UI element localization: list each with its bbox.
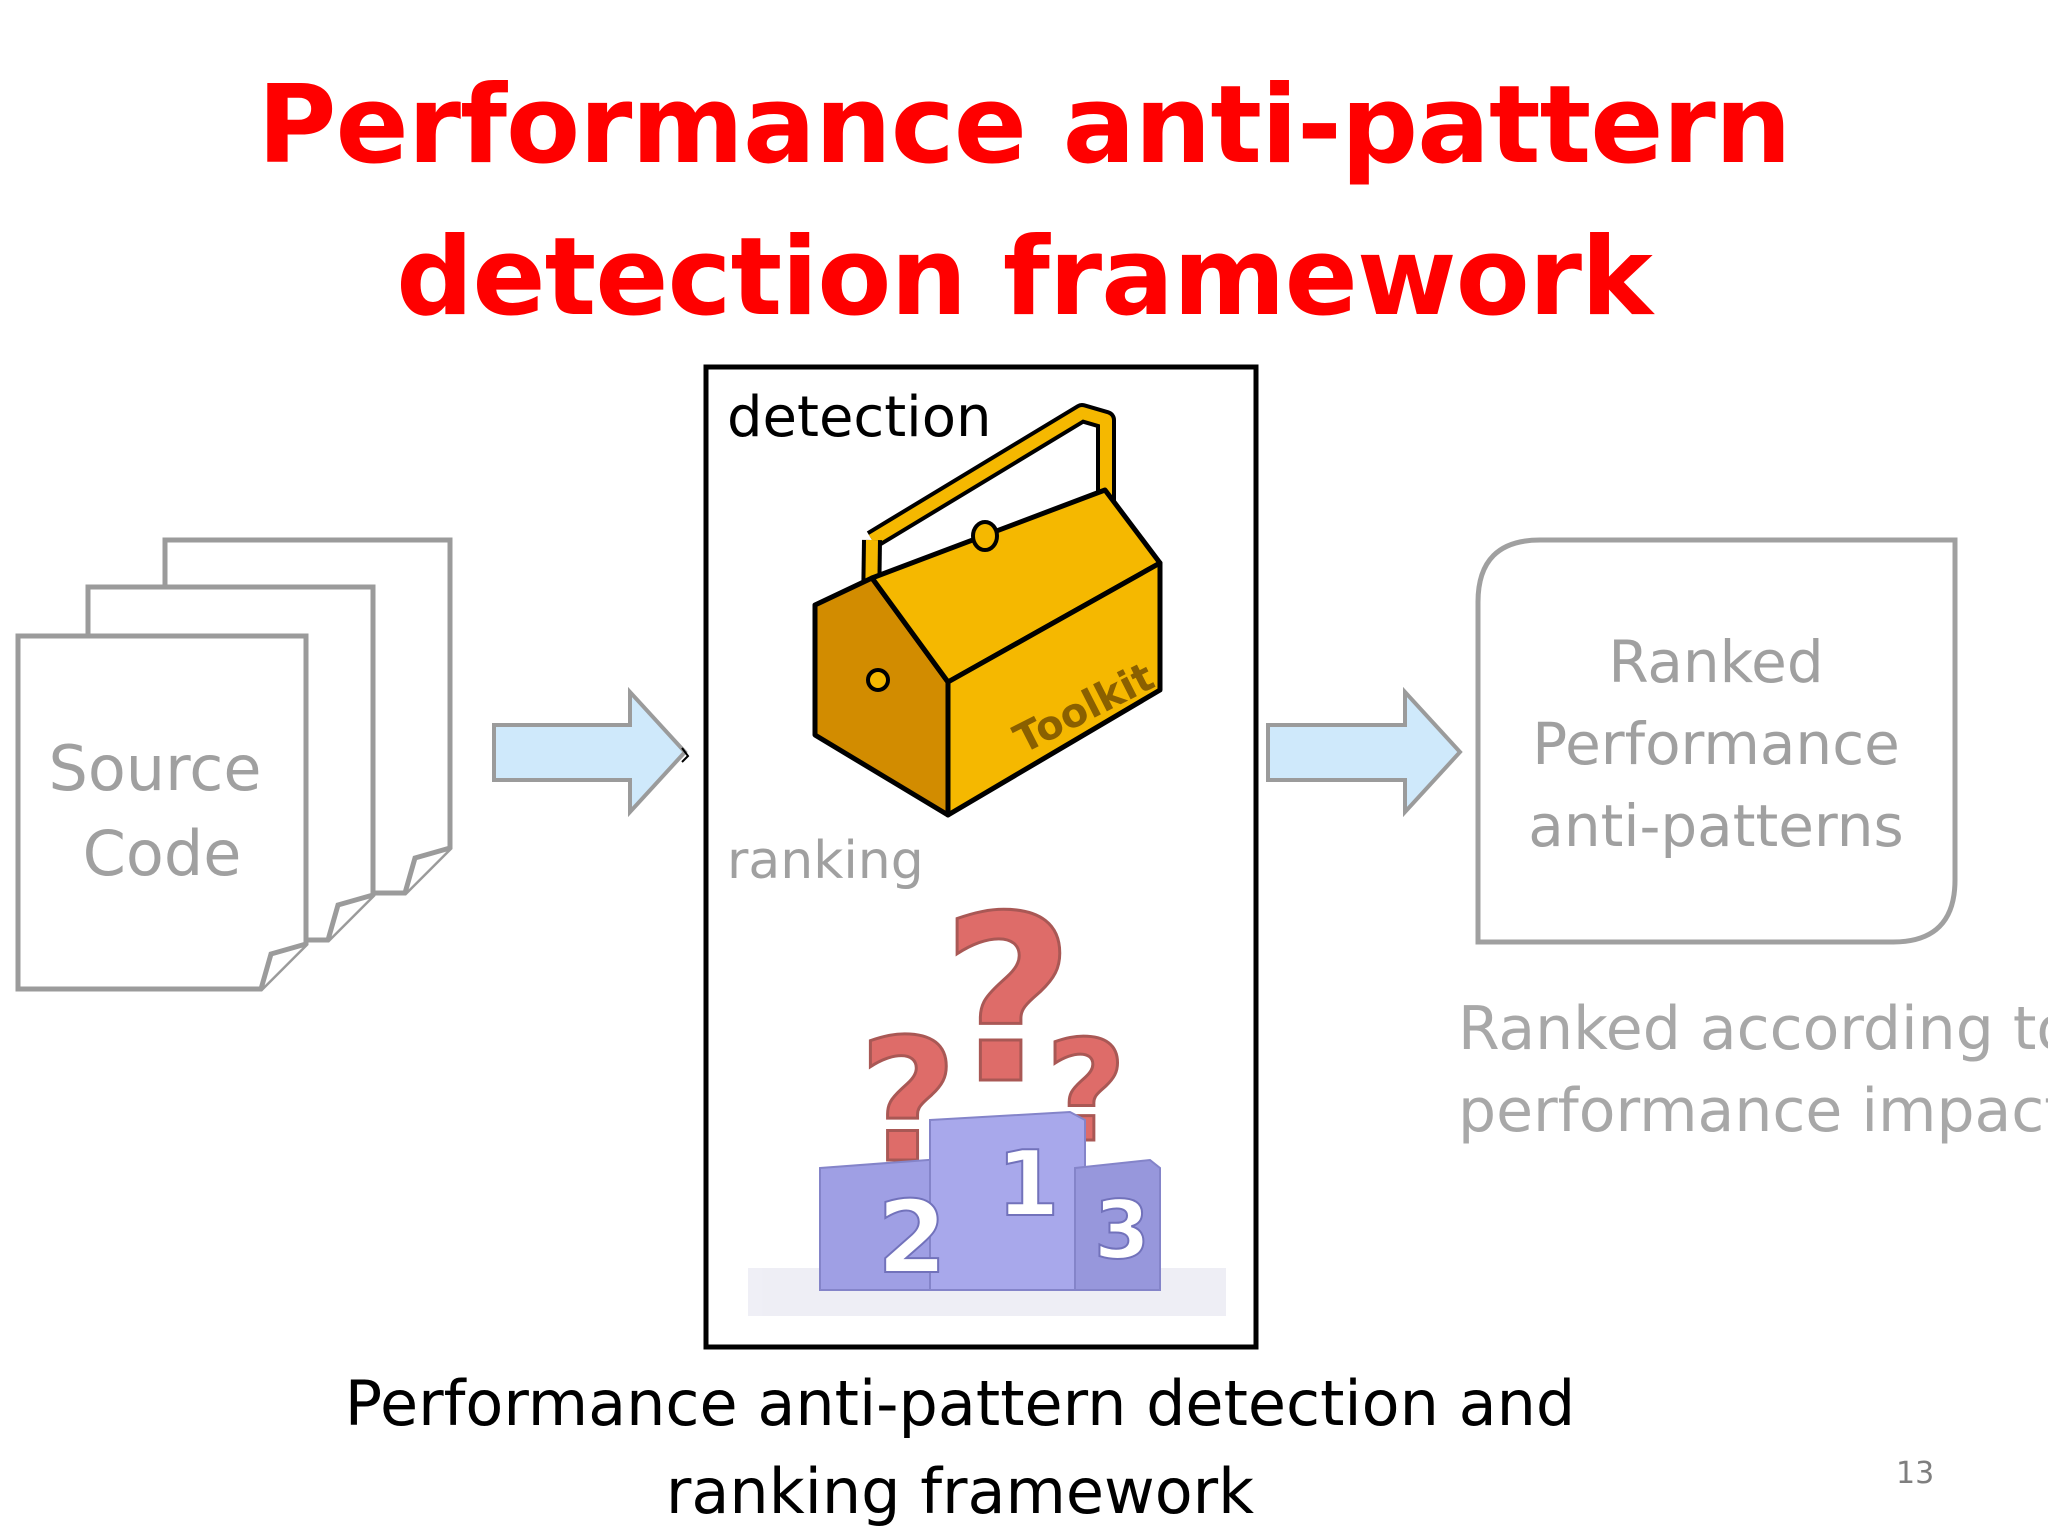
- slide-title-line1: Performance anti-pattern: [257, 63, 1791, 188]
- ranking-podium-icon: ? ? ? 2 1 3: [748, 867, 1226, 1316]
- ranked-output-box: [1475, 537, 1958, 945]
- output-label-line1: Ranked: [1608, 628, 1823, 696]
- podium-rank-1: 1: [997, 1132, 1060, 1237]
- detection-label: detection: [727, 385, 991, 450]
- arrow-to-framework: [492, 686, 688, 818]
- caption-line1: Performance anti-pattern detection and: [344, 1367, 1576, 1440]
- document-front: [15, 633, 309, 992]
- source-code-label-line2: Code: [83, 817, 242, 890]
- arrow-to-output: [1266, 686, 1463, 818]
- caption-line2: ranking framework: [665, 1455, 1255, 1528]
- podium-rank-3: 3: [1094, 1184, 1150, 1277]
- source-code-label-line1: Source: [49, 732, 262, 805]
- impact-note-line2: performance impact: [1458, 1076, 2048, 1146]
- question-mark-large: ?: [941, 868, 1074, 1135]
- impact-note-line1: Ranked according to: [1458, 994, 2048, 1064]
- ranking-label: ranking: [727, 831, 924, 891]
- slide-title-line2: detection framework: [396, 215, 1653, 340]
- podium-rank-2: 2: [877, 1179, 947, 1296]
- source-code-documents: [15, 537, 453, 992]
- impact-note: Ranked according to performance impact: [1458, 988, 2048, 1152]
- output-label-line2: Performance: [1532, 710, 1900, 778]
- page-number: 13: [1896, 1456, 1935, 1491]
- toolbox-icon: [812, 403, 1163, 818]
- slide-title: Performance anti-pattern detection frame…: [0, 50, 2048, 354]
- diagram-caption: Performance anti-pattern detection and r…: [330, 1360, 1590, 1536]
- output-label-line3: anti-patterns: [1528, 792, 1903, 860]
